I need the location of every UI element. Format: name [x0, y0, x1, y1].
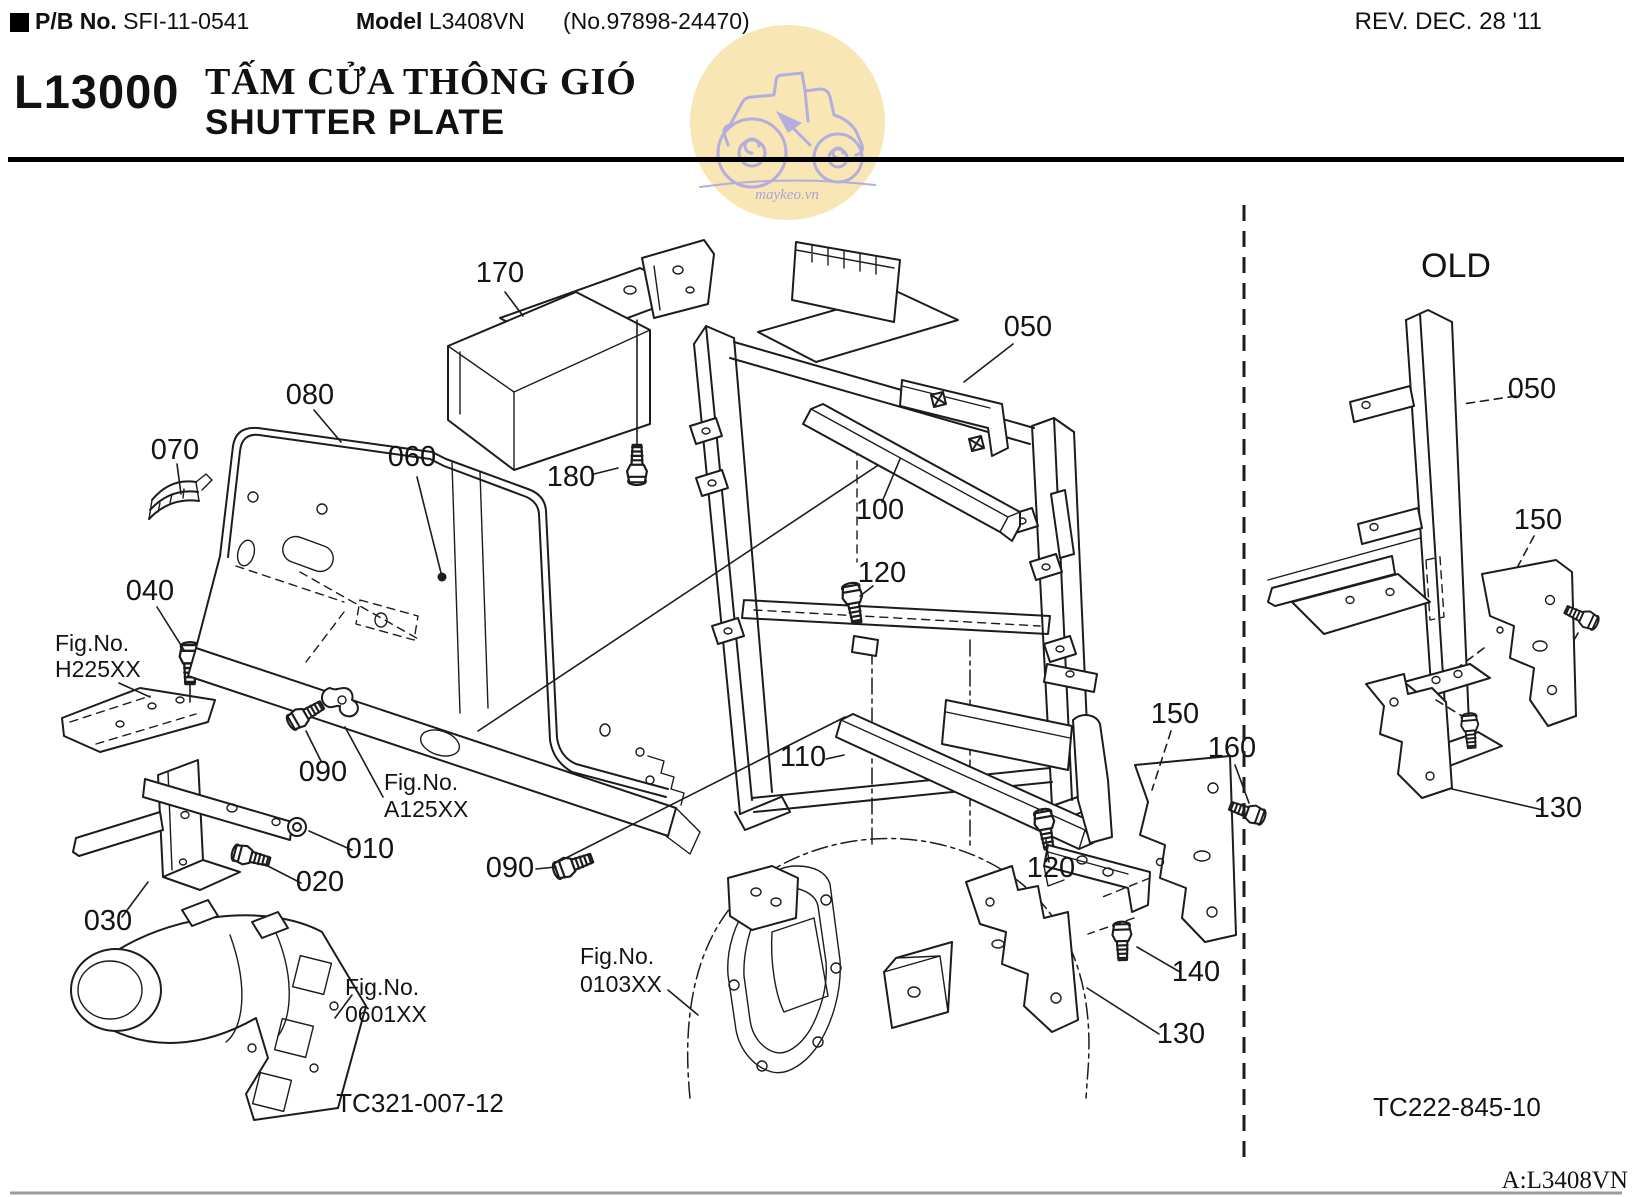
callout-160: 160 [1208, 732, 1256, 764]
page-title-vietnamese: TẤM CỬA THÔNG GIÓ [205, 61, 637, 103]
figref-0103-value: 0103XX [580, 971, 662, 997]
model-label: Model [356, 8, 423, 34]
old-callout-130: 130 [1534, 792, 1582, 824]
callout-060: 060 [388, 441, 436, 473]
callout-labels: 170 180 080 060 070 040 090 010 020 030 … [84, 257, 1256, 1050]
header-black-square [10, 13, 29, 32]
manifold-drawing [70, 899, 367, 1121]
strap-010-drawing [142, 778, 307, 841]
callout-120a: 120 [858, 557, 906, 589]
callout-140: 140 [1172, 956, 1220, 988]
assembly-construction-lines [477, 451, 899, 862]
figure-references: Fig.No. H225XX Fig.No. A125XX Fig.No. 06… [55, 630, 662, 1027]
bracket-cluster-drawing [1043, 663, 1151, 935]
callout-170: 170 [476, 257, 524, 289]
callout-120b: 120 [1027, 852, 1075, 884]
callout-090b: 090 [486, 852, 534, 884]
callout-180: 180 [547, 461, 595, 493]
seal-070-drawing [148, 473, 213, 520]
callout-070: 070 [151, 434, 199, 466]
callout-110: 110 [780, 741, 826, 773]
figref-a125-value: A125XX [384, 796, 468, 822]
callout-080: 080 [286, 379, 334, 411]
footer-model-ref: A:L3408VN [1502, 1167, 1628, 1194]
model-value: L3408VN [428, 8, 525, 34]
page-title-english: SHUTTER PLATE [205, 103, 506, 142]
callout-030: 030 [84, 905, 132, 937]
figref-a125-label: Fig.No. [384, 769, 458, 795]
figref-0601-value: 0601XX [345, 1001, 427, 1027]
shutter-plate-drawing [187, 426, 701, 855]
callout-130: 130 [1157, 1018, 1205, 1050]
bolt-020-drawing [228, 841, 273, 872]
bracket-030-drawing [72, 759, 241, 891]
old-callout-050: 050 [1508, 373, 1556, 405]
revision-date: REV. DEC. 28 '11 [1354, 8, 1542, 35]
bar-100-drawing [802, 403, 1021, 542]
plate-150-drawing [1134, 755, 1237, 943]
bolt-160-drawing [1226, 796, 1269, 828]
bracket-h225-drawing [61, 687, 216, 753]
air-duct-drawing [447, 239, 715, 471]
callout-090a: 090 [299, 756, 347, 788]
drawing-code-main: TC321-007-12 [336, 1088, 504, 1118]
callout-020: 020 [296, 866, 344, 898]
clamp-a125-drawing [321, 687, 359, 718]
callout-050: 050 [1004, 311, 1052, 343]
callout-100: 100 [856, 494, 904, 526]
figref-0103-label: Fig.No. [580, 943, 654, 969]
frame-drawing [689, 241, 1099, 831]
callout-010: 010 [346, 833, 394, 865]
model-number: Model L3408VN [356, 8, 525, 35]
bolt-140-drawing [1110, 920, 1134, 962]
section-code: L13000 [14, 65, 180, 118]
old-panel-title: OLD [1421, 247, 1491, 285]
leader-lines [118, 291, 1250, 1035]
pb-label: P/B No. [35, 8, 117, 34]
old-callout-150: 150 [1514, 504, 1562, 536]
figref-h225-value: H225XX [55, 656, 141, 682]
pb-value: SFI-11-0541 [123, 8, 250, 34]
figref-0601-label: Fig.No. [345, 974, 419, 1000]
bolt-180-drawing [625, 443, 649, 487]
old-panel-drawing: OLD 0 [1267, 247, 1602, 1122]
callout-150: 150 [1151, 698, 1199, 730]
plate-130-drawing [965, 865, 1079, 1033]
drawing-code-old: TC222-845-10 [1373, 1092, 1541, 1122]
pb-number: P/B No. SFI-11-0541 [35, 8, 249, 35]
callout-040: 040 [126, 575, 174, 607]
figref-h225-label: Fig.No. [55, 630, 129, 656]
